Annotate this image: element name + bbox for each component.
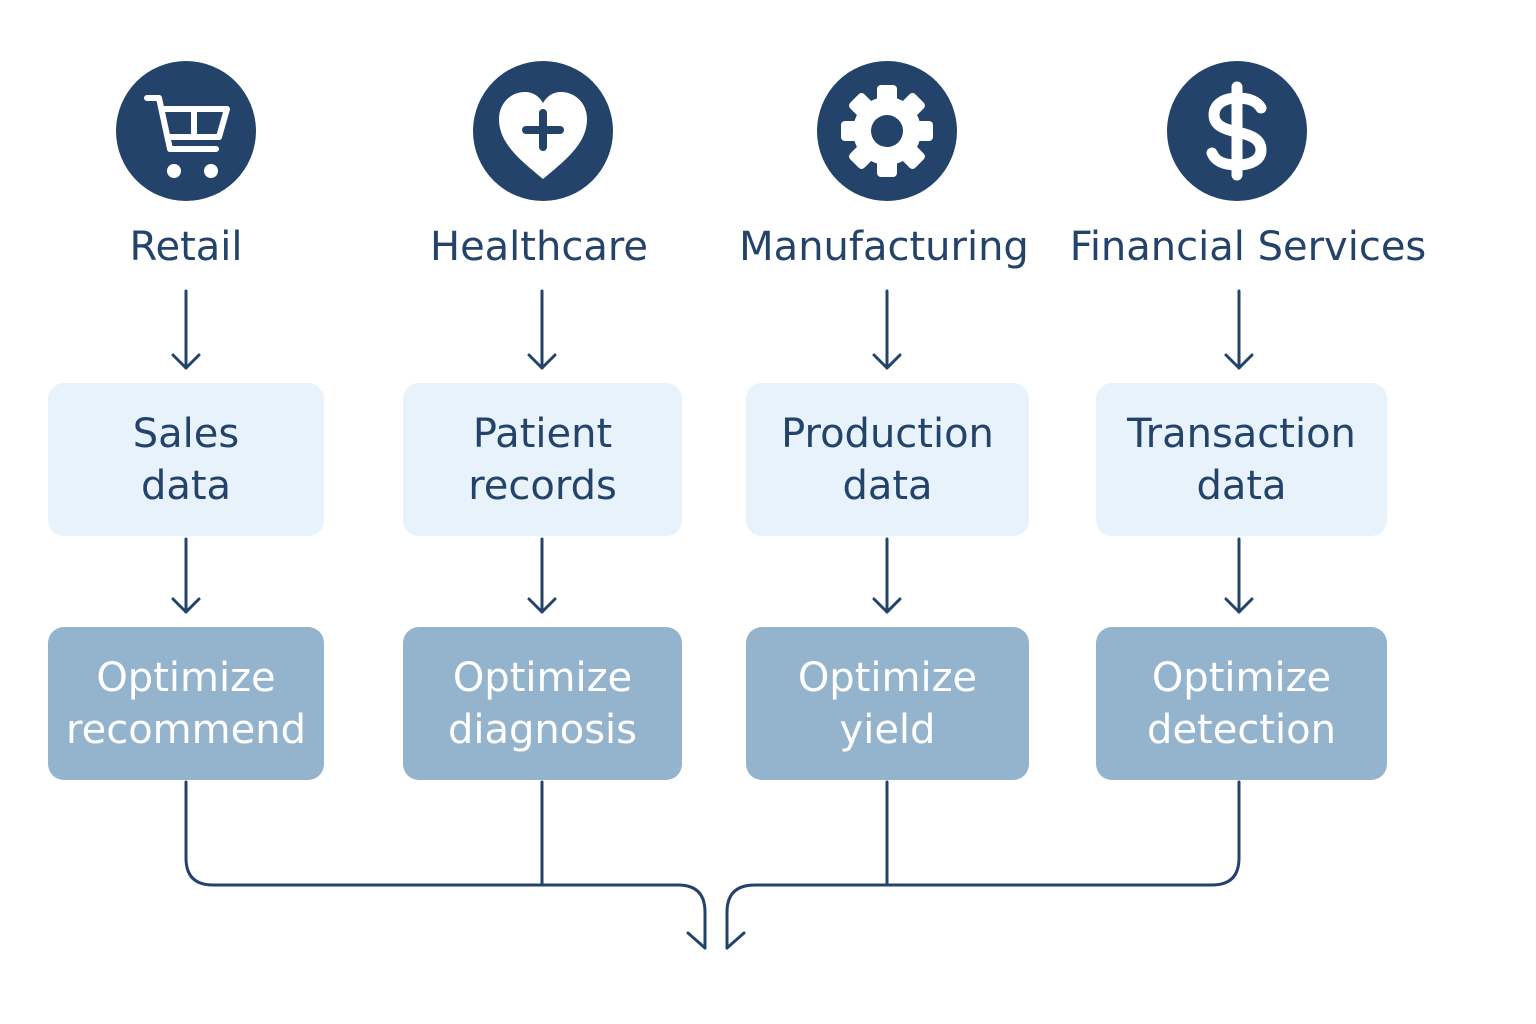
financial-icon-badge [1167,61,1307,201]
arrow-manufacturing-to-data [872,289,902,370]
arrow-healthcare-to-goal [527,537,557,614]
gear-icon [841,85,933,177]
data-label-manufacturing: Production data [781,410,994,509]
industry-label-financial-services: Financial Services [1069,224,1427,270]
data-box-retail: Sales data [48,383,324,536]
industry-label-retail: Retail [129,224,243,270]
merge-connector-right [725,780,1241,950]
goal-label-healthcare: Optimize diagnosis [447,654,638,753]
arrow-retail-to-data [171,289,201,370]
healthcare-icon-badge [473,61,613,201]
heart-plus-icon [499,92,587,179]
goal-label-retail: Optimize recommend [66,654,306,753]
data-label-retail: Sales data [132,410,240,509]
data-box-financial-services: Transaction data [1096,383,1387,536]
data-box-manufacturing: Production data [746,383,1029,536]
data-box-healthcare: Patient records [403,383,682,536]
retail-icon-badge [116,61,256,201]
data-label-healthcare: Patient records [468,410,617,509]
arrow-financial-to-data [1224,289,1254,370]
industry-label-manufacturing: Manufacturing [739,224,1029,270]
dollar-sign-icon [1206,81,1267,181]
merge-connector-left [184,780,707,950]
goal-box-financial-services: Optimize detection [1096,627,1387,780]
industry-label-healthcare: Healthcare [429,224,649,270]
arrow-manufacturing-to-goal [872,537,902,614]
goal-label-manufacturing: Optimize yield [797,654,978,753]
arrow-retail-to-goal [171,537,201,614]
goal-box-healthcare: Optimize diagnosis [403,627,682,780]
data-label-financial-services: Transaction data [1127,410,1356,509]
goal-box-retail: Optimize recommend [48,627,324,780]
arrow-healthcare-to-data [527,289,557,370]
goal-label-financial-services: Optimize detection [1147,654,1336,753]
arrow-financial-to-goal [1224,537,1254,614]
goal-box-manufacturing: Optimize yield [746,627,1029,780]
manufacturing-icon-badge [817,61,957,201]
shopping-cart-icon [144,95,230,178]
